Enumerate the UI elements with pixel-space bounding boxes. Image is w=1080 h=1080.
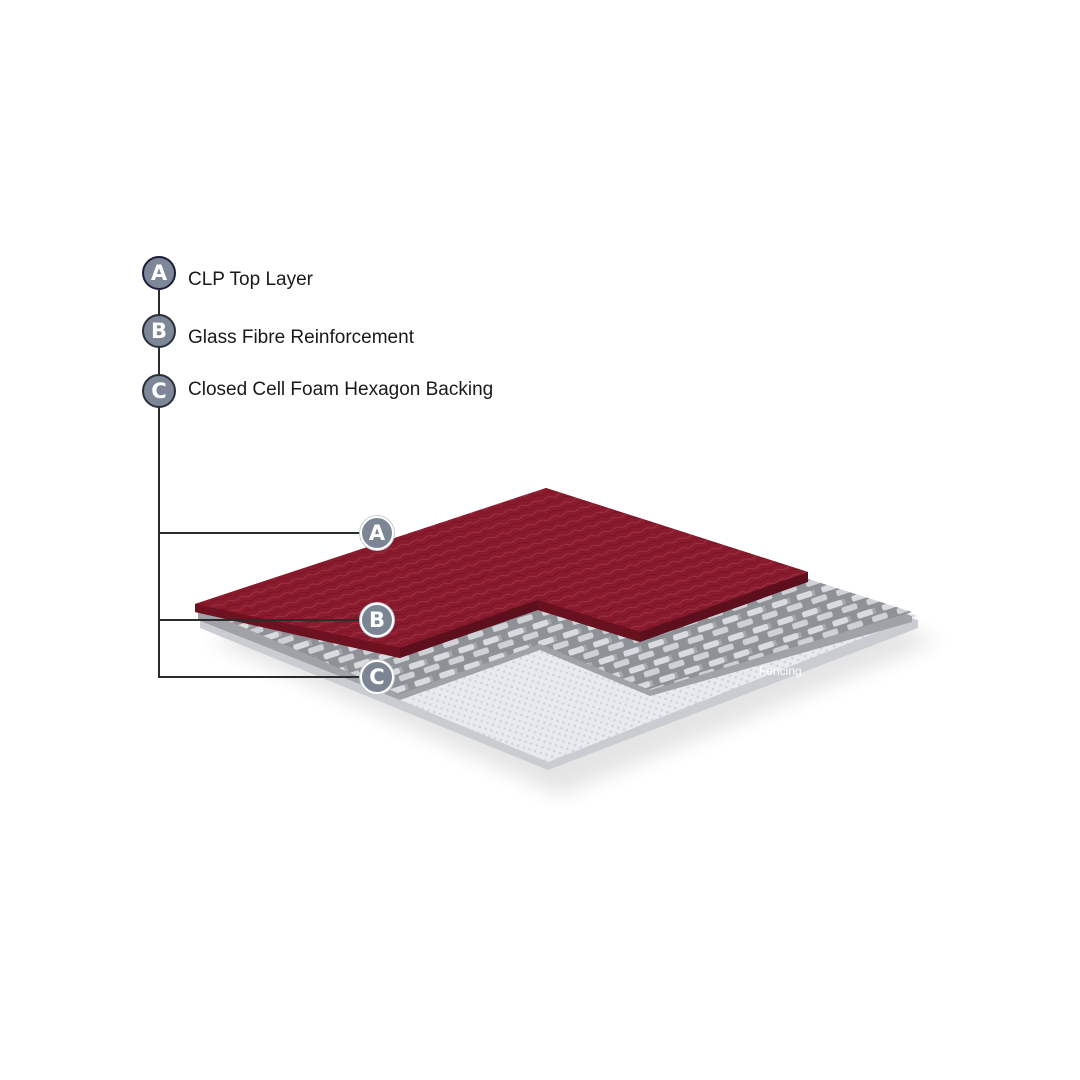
legend-label-clp-top-layer: CLP Top Layer [188, 269, 313, 290]
legend-label-closed-cell-foam: Closed Cell Foam Hexagon Backing [188, 379, 494, 400]
watermark-text: Fencing [759, 664, 802, 678]
callout-badge-a: A [360, 516, 394, 550]
leader-line-b [158, 619, 362, 621]
legend-badge-a: A [142, 256, 176, 290]
legend-badge-c: C [142, 374, 176, 408]
callout-badge-c: C [360, 660, 394, 694]
legend-badge-b: B [142, 314, 176, 348]
legend-label-glass-fibre-reinforcement: Glass Fibre Reinforcement [188, 327, 414, 348]
leader-line-c [158, 676, 362, 678]
legend-connector-line [158, 290, 160, 678]
leader-line-a [158, 532, 362, 534]
clp-top-layer [195, 488, 808, 658]
callout-badge-b: B [360, 603, 394, 637]
